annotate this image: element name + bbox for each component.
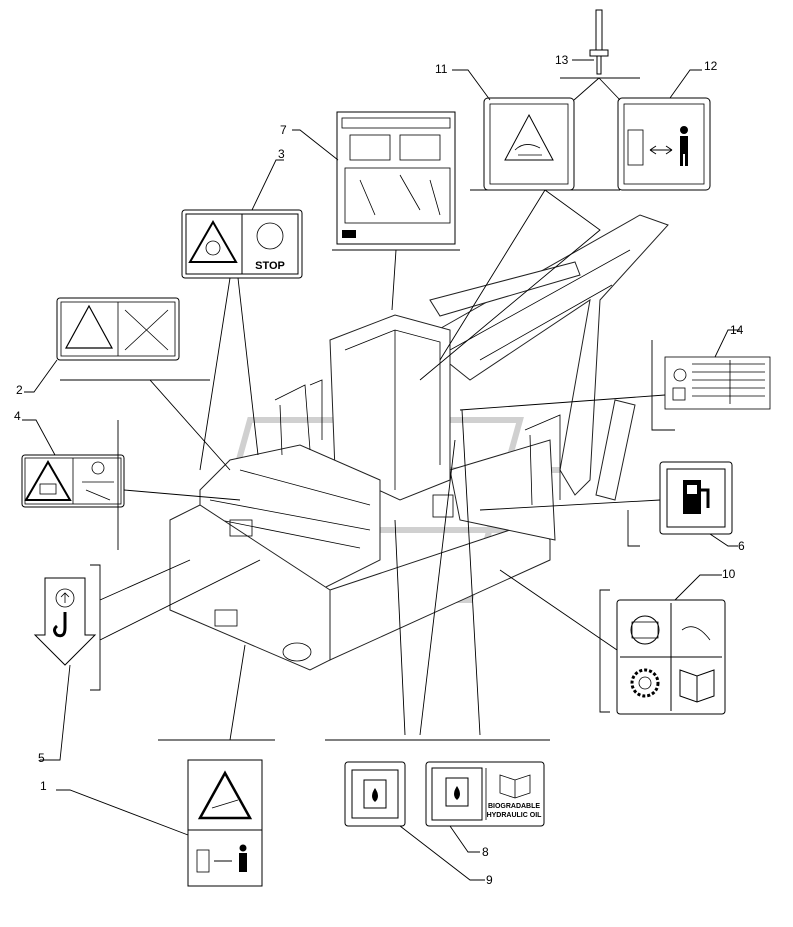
- callout-1: 1: [40, 779, 47, 793]
- gear-icon: [630, 668, 660, 698]
- leader-lines: [22, 59, 740, 881]
- callout-13: 13: [555, 53, 569, 67]
- hand-crush-warning-icon: [514, 144, 542, 156]
- stop-label: STOP: [255, 260, 285, 272]
- rotating-fan-warning-icon: [188, 219, 238, 263]
- cab-layout-decal-icon: [344, 134, 451, 224]
- decal-14: [664, 356, 771, 410]
- callout-7: 7: [280, 123, 287, 137]
- callout-3: 3: [278, 147, 285, 161]
- pressure-chart-icon: [672, 360, 765, 404]
- decal-11: [483, 97, 575, 191]
- manual-book-icon: [679, 669, 715, 703]
- callout-12: 12: [704, 59, 718, 73]
- callout-2: 2: [16, 383, 23, 397]
- biogradable-label-2: HYDRAULIC OIL: [487, 812, 543, 819]
- decal-2: [56, 297, 180, 361]
- callout-10: 10: [722, 567, 736, 581]
- decal-5: [33, 577, 97, 666]
- decal-12: [617, 97, 711, 191]
- fuel-pump-icon: [683, 480, 710, 514]
- decal-6: [659, 461, 733, 535]
- callout-4: 4: [14, 409, 21, 423]
- decal-4: [21, 454, 125, 508]
- decal-3: STOP: [181, 209, 303, 279]
- decal-9: [344, 761, 406, 827]
- lifting-hook-icon: [53, 612, 67, 638]
- callout-8: 8: [482, 845, 489, 859]
- keep-distance-icon: [649, 126, 688, 166]
- callout-11: 11: [435, 62, 448, 76]
- battery-warning-icon: [24, 460, 72, 501]
- fall-hazard-icon: [64, 304, 114, 349]
- callout-6: 6: [738, 539, 745, 553]
- hydraulic-oil-icon: [363, 779, 387, 809]
- callout-14: 14: [730, 323, 744, 337]
- decal-10: [616, 599, 726, 715]
- decal-1: [187, 759, 263, 887]
- decal-7: [336, 111, 456, 245]
- callout-9: 9: [486, 873, 493, 887]
- decal-8: BIOGRADABLE HYDRAULIC OIL: [425, 761, 545, 827]
- callout-5: 5: [38, 751, 45, 765]
- safety-distance-icon: [196, 844, 247, 873]
- rivet-icon: [589, 9, 609, 75]
- callout-labels: 1 2 3 4 5 6 7 8 9 10 11 12 13 14: [14, 53, 745, 887]
- biogradable-label-1: BIOGRADABLE: [488, 803, 540, 810]
